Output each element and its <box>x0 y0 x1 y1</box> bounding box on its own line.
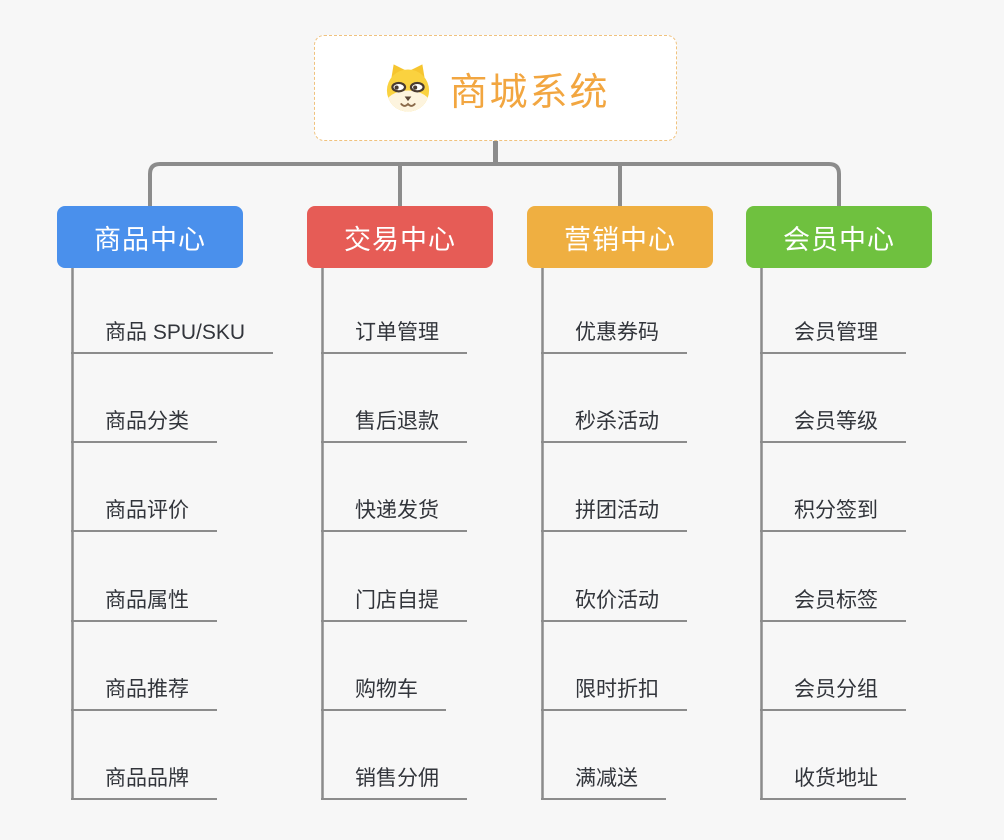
root-title: 商城系统 <box>449 71 610 114</box>
leaf-node[interactable]: 积分签到 <box>760 492 906 532</box>
leaf-node[interactable]: 限时折扣 <box>541 671 687 711</box>
leaf-node[interactable]: 快递发货 <box>321 492 467 532</box>
root-node[interactable]: 商城系统 <box>314 35 677 141</box>
leaf-node[interactable]: 商品 SPU/SKU <box>71 314 274 354</box>
leaf-node[interactable]: 优惠券码 <box>541 314 687 354</box>
leaf-node[interactable]: 会员分组 <box>760 671 906 711</box>
leaf-node[interactable]: 会员标签 <box>760 582 906 622</box>
branch-node-product-center[interactable]: 商品中心 <box>57 206 243 268</box>
leaf-node[interactable]: 门店自提 <box>321 582 467 622</box>
leaf-node[interactable]: 商品评价 <box>71 492 217 532</box>
leaf-node[interactable]: 拼团活动 <box>541 492 687 532</box>
branch-label: 会员中心 <box>783 224 895 255</box>
leaf-node[interactable]: 秒杀活动 <box>541 403 687 443</box>
leaf-node[interactable]: 商品属性 <box>71 582 217 622</box>
leaf-node[interactable]: 会员管理 <box>760 314 906 354</box>
branch-label: 营销中心 <box>564 224 676 255</box>
leaf-node[interactable]: 会员等级 <box>760 403 906 443</box>
leaf-node[interactable]: 销售分佣 <box>321 760 467 800</box>
leaf-node[interactable]: 售后退款 <box>321 403 467 443</box>
leaf-node[interactable]: 商品推荐 <box>71 671 217 711</box>
leaf-node[interactable]: 订单管理 <box>321 314 467 354</box>
leaf-node[interactable]: 满减送 <box>541 760 666 800</box>
leaf-node[interactable]: 购物车 <box>321 671 446 711</box>
branch-node-marketing-center[interactable]: 营销中心 <box>527 206 713 268</box>
leaf-node[interactable]: 收货地址 <box>760 760 906 800</box>
leaf-node[interactable]: 砍价活动 <box>541 582 687 622</box>
branch-node-member-center[interactable]: 会员中心 <box>746 206 932 268</box>
leaf-node[interactable]: 商品品牌 <box>71 760 217 800</box>
branch-label: 交易中心 <box>344 224 456 255</box>
branch-label: 商品中心 <box>94 224 206 255</box>
leaf-node[interactable]: 商品分类 <box>71 403 217 443</box>
dog-face-icon <box>381 61 435 115</box>
branch-node-trade-center[interactable]: 交易中心 <box>307 206 493 268</box>
